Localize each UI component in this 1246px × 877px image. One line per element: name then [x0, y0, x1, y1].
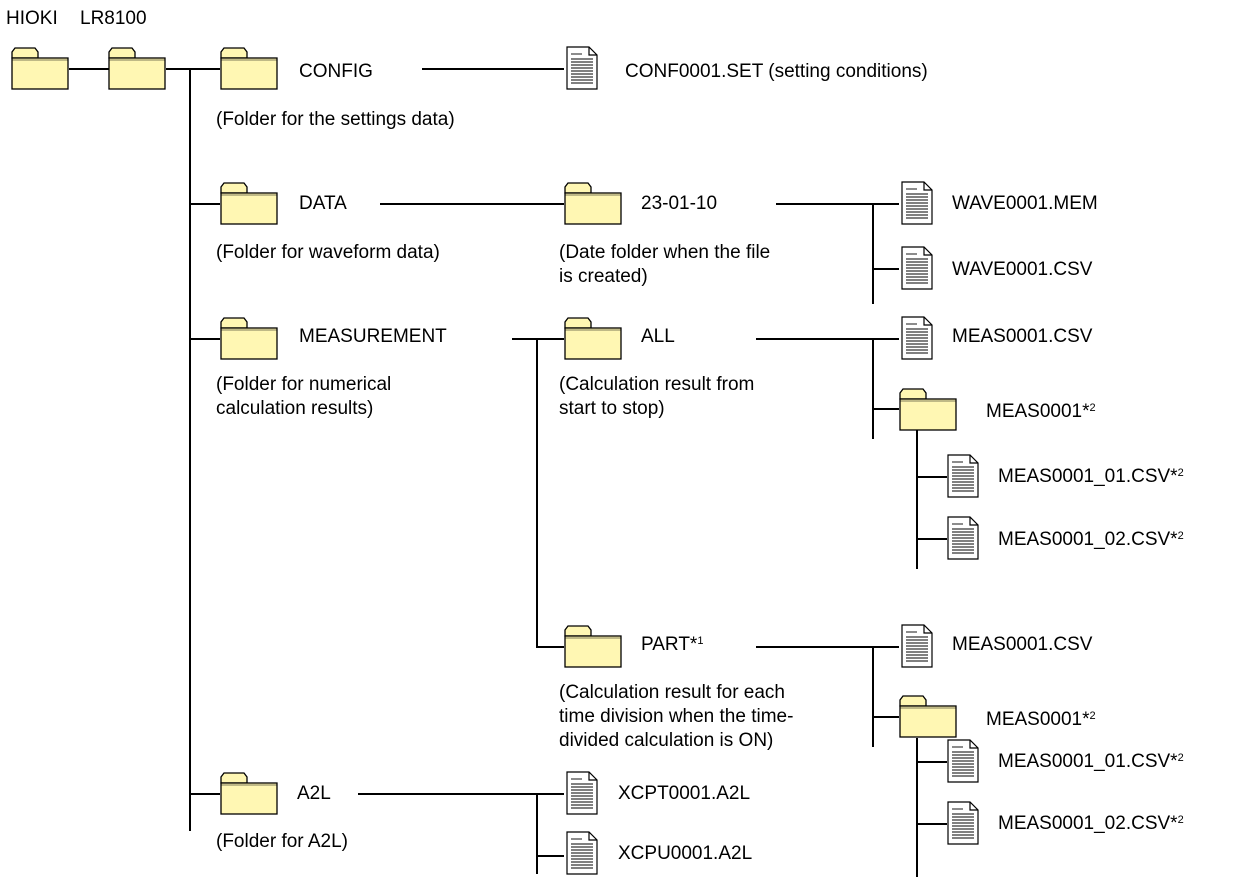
file-name-part-csv: MEAS0001.CSV [952, 634, 1093, 655]
folder-name-date: 23-01-10 [641, 193, 718, 214]
folder-desc-part-2: time division when the time- [559, 706, 794, 727]
footnote-marker: 2 [1177, 530, 1184, 542]
link-root-model [69, 68, 113, 70]
link-all-branch [756, 338, 899, 340]
footnote-marker: 2 [1089, 710, 1096, 722]
file-name-part-02: MEAS0001_02.CSV*2 [998, 813, 1184, 834]
folder-icon[interactable] [11, 46, 69, 90]
folder-desc-measurement-1: (Folder for numerical [216, 374, 392, 395]
folder-desc-all-2: start to stop) [559, 398, 665, 419]
folder-icon[interactable] [220, 316, 278, 360]
brand-label: HIOKI [6, 8, 58, 29]
folder-icon[interactable] [899, 694, 957, 738]
link-data-date [380, 203, 564, 205]
file-icon[interactable] [566, 771, 598, 815]
folder-name-meas-all: MEAS0001*2 [986, 401, 1096, 422]
link-branch-xcpu [536, 855, 564, 857]
file-icon[interactable] [901, 624, 933, 668]
folder-desc-part-3: divided calculation is ON) [559, 730, 774, 751]
file-name-all-01: MEAS0001_01.CSV*2 [998, 466, 1184, 487]
link-branch-meas-folder-part [872, 716, 899, 718]
file-icon[interactable] [901, 181, 933, 225]
folder-name-part: PART*1 [641, 634, 704, 655]
link-branch-wave-csv [872, 268, 899, 270]
folder-name-data: DATA [299, 193, 347, 214]
link-branch-all-02 [916, 538, 947, 540]
footnote-marker: 1 [697, 635, 704, 647]
link-branch-part [536, 646, 564, 648]
folder-icon[interactable] [220, 771, 278, 815]
file-icon[interactable] [566, 46, 598, 90]
folder-desc-data: (Folder for waveform data) [216, 242, 440, 263]
folder-name-all: ALL [641, 326, 675, 347]
link-trunk-data [189, 203, 220, 205]
footnote-marker: 2 [1177, 752, 1184, 764]
file-icon[interactable] [947, 739, 979, 783]
link-branch-part-02 [916, 823, 947, 825]
folder-desc-all-1: (Calculation result from [559, 374, 755, 395]
link-trunk-config [189, 68, 220, 70]
folder-desc-date-2: is created) [559, 266, 648, 287]
link-measurement-branch [512, 338, 564, 340]
footnote-marker: 2 [1177, 814, 1184, 826]
folder-icon[interactable] [564, 624, 622, 668]
link-branch-all-01 [916, 476, 947, 478]
file-icon[interactable] [901, 316, 933, 360]
part-branch-line [872, 646, 874, 747]
link-part-branch [756, 646, 899, 648]
folder-icon[interactable] [220, 181, 278, 225]
a2l-branch-line [536, 793, 538, 874]
folder-icon[interactable] [564, 316, 622, 360]
file-icon[interactable] [947, 801, 979, 845]
folder-desc-config: (Folder for the settings data) [216, 109, 455, 130]
link-branch-part-01 [916, 761, 947, 763]
file-icon[interactable] [947, 516, 979, 560]
folder-desc-a2l: (Folder for A2L) [216, 831, 348, 852]
link-config-file [422, 68, 564, 70]
file-icon[interactable] [566, 831, 598, 875]
footnote-marker: 2 [1089, 402, 1096, 414]
folder-name-config: CONFIG [299, 61, 373, 82]
folder-desc-measurement-2: calculation results) [216, 398, 374, 419]
file-name-conf: CONF0001.SET (setting conditions) [625, 61, 928, 82]
model-label: LR8100 [80, 8, 147, 29]
link-trunk-a2l [189, 793, 220, 795]
file-icon[interactable] [901, 246, 933, 290]
link-model-trunk [166, 68, 190, 70]
folder-icon[interactable] [108, 46, 166, 90]
file-name-xcpu: XCPU0001.A2L [618, 843, 753, 864]
file-name-xcpt: XCPT0001.A2L [618, 783, 751, 804]
link-a2l-branch [358, 793, 564, 795]
folder-icon[interactable] [220, 46, 278, 90]
file-name-all-csv: MEAS0001.CSV [952, 326, 1093, 347]
footnote-marker: 2 [1177, 467, 1184, 479]
folder-icon[interactable] [564, 181, 622, 225]
link-trunk-measurement [189, 338, 220, 340]
trunk-line [189, 68, 191, 831]
folder-icon[interactable] [899, 387, 957, 431]
link-branch-meas-folder-all [872, 408, 899, 410]
link-date-branch [776, 203, 899, 205]
folder-name-measurement: MEASUREMENT [299, 326, 447, 347]
file-icon[interactable] [947, 454, 979, 498]
meas-part-branch-line [916, 738, 918, 877]
folder-desc-date-1: (Date folder when the file [559, 242, 771, 263]
file-name-all-02: MEAS0001_02.CSV*2 [998, 529, 1184, 550]
file-name-wave-csv: WAVE0001.CSV [952, 259, 1093, 280]
file-name-part-01: MEAS0001_01.CSV*2 [998, 751, 1184, 772]
meas-all-branch-line [916, 430, 918, 569]
folder-desc-part-1: (Calculation result for each [559, 682, 785, 703]
measurement-branch-line [536, 338, 538, 647]
all-branch-line [872, 338, 874, 439]
folder-name-a2l: A2L [297, 783, 331, 804]
file-name-wave-mem: WAVE0001.MEM [952, 193, 1098, 214]
date-branch-line [872, 203, 874, 304]
folder-name-meas-part: MEAS0001*2 [986, 709, 1096, 730]
